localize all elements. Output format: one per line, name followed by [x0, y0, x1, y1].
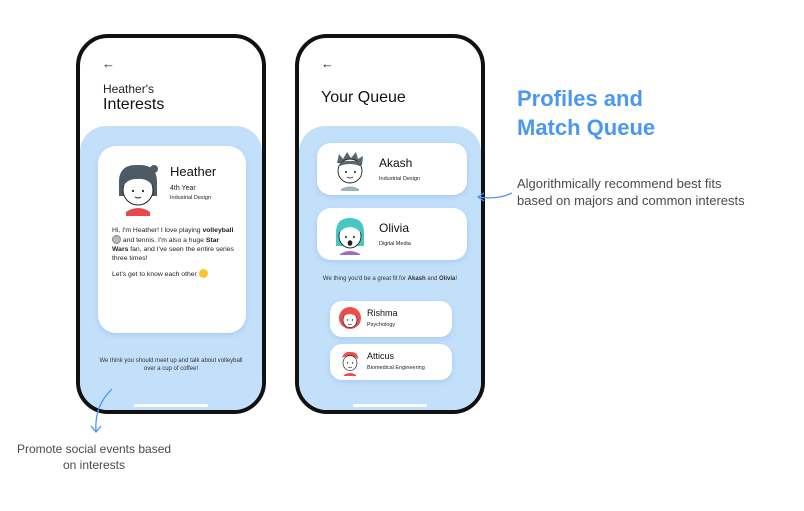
back-arrow-icon[interactable]: ← — [102, 56, 115, 71]
bio-text: Let's get to know each other — [112, 271, 197, 278]
back-arrow-icon[interactable]: ← — [321, 56, 334, 71]
bio-text: fan, and I've seen the entire series thr… — [112, 246, 234, 262]
queue-name: Rishma — [367, 308, 398, 318]
fit-message: We thing you'd be a great fit for Akash … — [315, 275, 465, 283]
fit-text: and — [425, 276, 440, 282]
match-major: Industrial Design — [379, 176, 420, 182]
bio-text: Hi, I'm Heather! I love playing — [112, 227, 203, 234]
queue-card-atticus[interactable]: Atticus Biomedical Engineering — [330, 344, 452, 380]
volleyball-icon — [112, 235, 121, 244]
queue-card-rishma[interactable]: Rishma Psychology — [330, 301, 452, 337]
page-title: Your Queue — [321, 89, 406, 106]
match-card-akash[interactable]: Akash Industrial Design — [317, 143, 467, 195]
section-heading: Profiles and Match Queue — [517, 84, 655, 142]
queue-name: Atticus — [367, 351, 395, 361]
phone-heather-interests: ← Heather's Interests Heather 4th Year I… — [76, 34, 266, 414]
fit-name: Olivia — [439, 276, 456, 282]
bio-text: and tennis. I'm also a huge — [121, 237, 206, 244]
avatar — [335, 218, 365, 255]
queue-major: Psychology — [367, 322, 396, 328]
profile-card[interactable]: Heather 4th Year Industrial Design Hi, I… — [98, 146, 246, 333]
meetup-suggestion: We think you should meet up and talk abo… — [99, 358, 243, 372]
match-major: Digital Media — [379, 241, 411, 247]
home-indicator[interactable] — [134, 404, 208, 407]
fit-name: Akash — [407, 276, 426, 282]
bio-interest-starwars: Star Wars — [112, 237, 220, 253]
bio-interest-volleyball: volleyball — [202, 227, 234, 234]
home-indicator[interactable] — [353, 404, 427, 407]
profile-bio-outro: Let's get to know each other — [112, 269, 236, 279]
avatar — [339, 307, 361, 329]
smile-emoji-icon — [198, 269, 208, 278]
profile-year: 4th Year — [170, 185, 196, 192]
heading-line: Match Queue — [517, 115, 656, 140]
avatar — [337, 152, 363, 191]
avatar — [342, 351, 358, 376]
profile-bio: Hi, I'm Heather! I love playing volleyba… — [112, 226, 236, 263]
profile-name: Heather — [170, 164, 217, 179]
fit-text: We thing you'd be a great fit for — [322, 276, 408, 282]
page-title-owner: Heather's — [103, 82, 154, 96]
match-card-olivia[interactable]: Olivia Digital Media — [317, 208, 467, 260]
profile-major: Industrial Design — [170, 195, 211, 201]
match-name: Olivia — [379, 221, 410, 235]
content-panel: Heather 4th Year Industrial Design Hi, I… — [80, 126, 262, 410]
annotation-social-events: Promote social events based on interests — [16, 442, 172, 472]
content-panel: Akash Industrial Design Olivia Digital M… — [299, 126, 481, 410]
heading-line: Profiles and — [517, 86, 643, 111]
avatar — [118, 164, 158, 216]
fit-text: ! — [455, 276, 458, 282]
match-name: Akash — [379, 156, 413, 170]
phone-your-queue: ← Your Queue Akash Industrial Design — [295, 34, 485, 414]
queue-major: Biomedical Engineering — [367, 365, 425, 371]
page-title: Interests — [103, 96, 165, 113]
annotation-recommend: Algorithmically recommend best fits base… — [517, 176, 745, 208]
